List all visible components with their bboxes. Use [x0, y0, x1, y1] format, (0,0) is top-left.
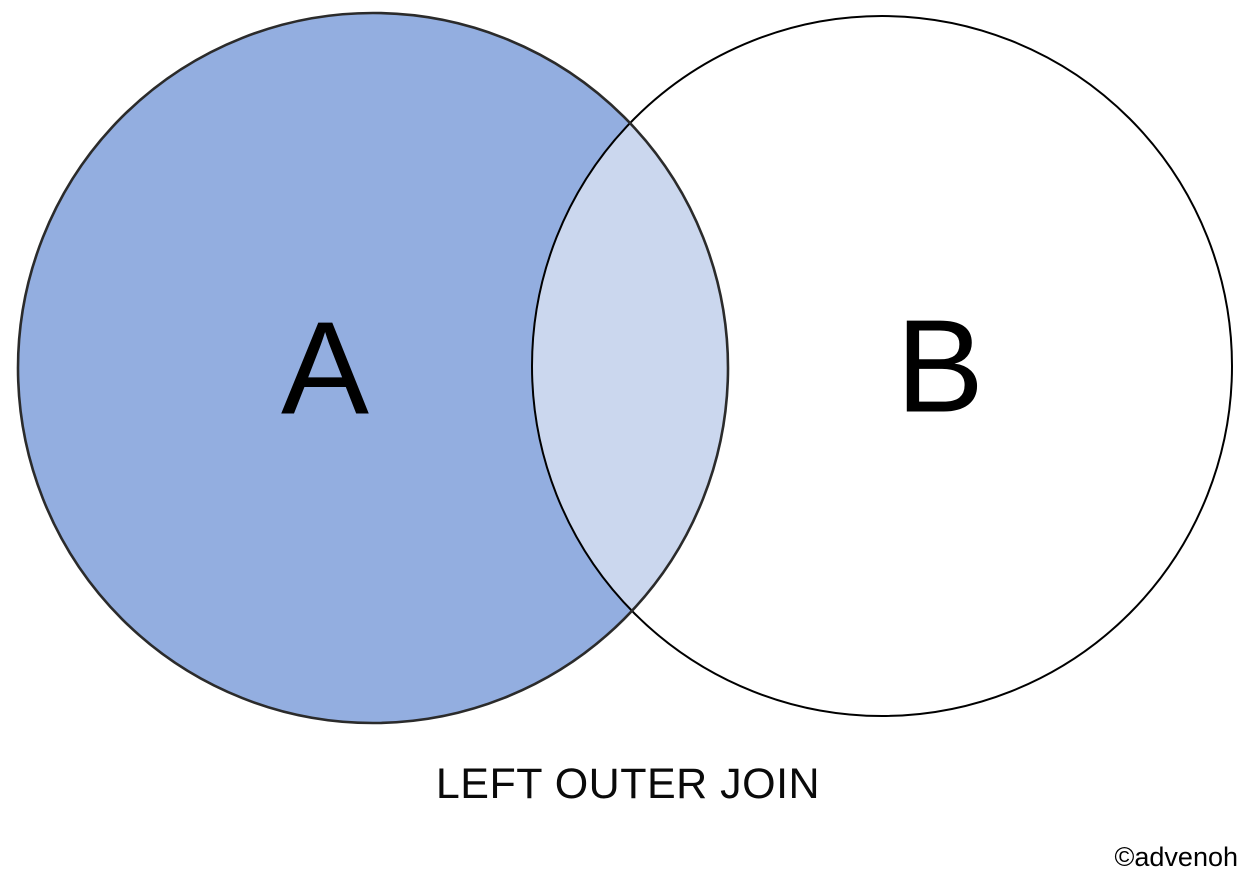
set-label-b: B: [896, 293, 984, 440]
circle-b-outline[interactable]: [531, 15, 1233, 717]
diagram-caption: LEFT OUTER JOIN: [436, 760, 820, 808]
circle-a-outline[interactable]: [16, 11, 730, 725]
copyright-watermark: ©advenoh: [1115, 842, 1239, 872]
set-label-a: A: [281, 295, 369, 442]
region-a-only[interactable]: [18, 13, 728, 723]
